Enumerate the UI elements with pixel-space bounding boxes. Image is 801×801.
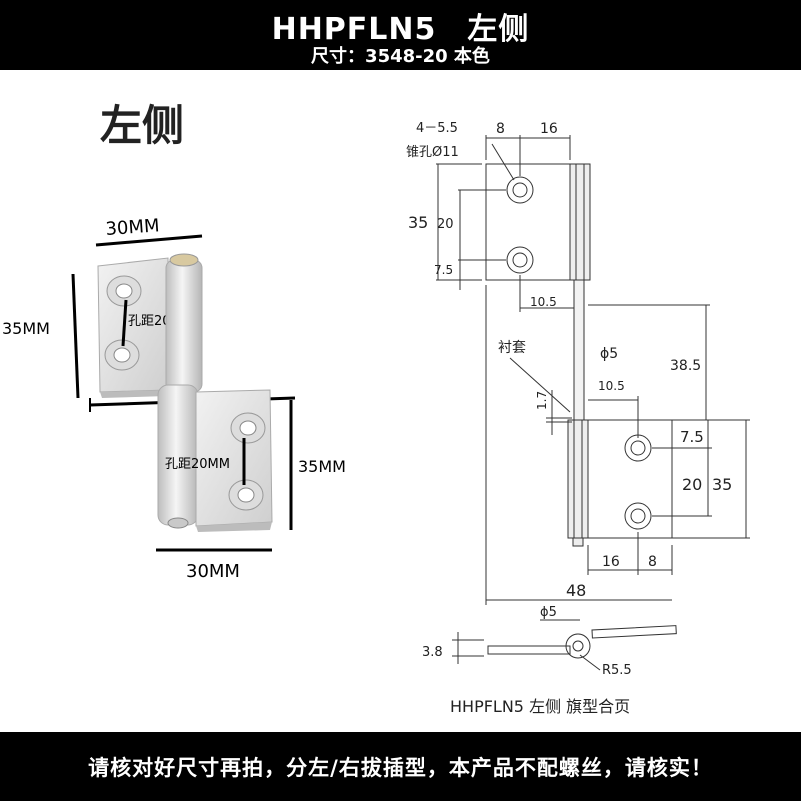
dim-35-top: 35: [408, 213, 428, 232]
technical-drawing: 4－5.5 锥孔Ø11 8 16 35 20 7.5 10.5 衬套 ϕ5 38…: [406, 121, 750, 716]
dim-20-right: 20: [682, 475, 702, 494]
dim-3-8: 3.8: [422, 645, 443, 660]
dim-right-height: 35MM: [298, 457, 346, 476]
footer-notice: 请核对好尺寸再拍，分左/右拔插型，本产品不配螺丝，请核实！: [88, 756, 713, 780]
dim-line-top-width: [95, 234, 203, 247]
dim-35-right: 35: [712, 475, 732, 494]
bushing-label: 衬套: [498, 340, 526, 356]
upper-barrel: [165, 259, 203, 393]
product-size: 尺寸：3548-20 本色: [311, 46, 490, 67]
pin: [573, 279, 585, 421]
radius-label: R5.5: [602, 663, 632, 678]
end-view-right-leaf: [591, 625, 677, 639]
product-title: HHPFLN5 左侧: [271, 12, 530, 47]
dim-8-top: 8: [496, 121, 505, 137]
hinge-photo: 30MM 35MM 孔距20MM 孔距20MM 35MM 30MM: [2, 215, 346, 582]
bottom-leaf-outline: [587, 419, 673, 539]
dim-16-top: 16: [540, 121, 558, 137]
dim-top-width: 30MM: [105, 215, 160, 240]
dim-48: 48: [566, 581, 586, 600]
dim-bottom-width: 30MM: [186, 561, 240, 582]
end-view-left-leaf: [487, 645, 571, 655]
footer-bar: 请核对好尺寸再拍，分左/右拔插型，本产品不配螺丝，请核实！: [0, 732, 801, 801]
dim-10-5-mid: 10.5: [598, 379, 625, 393]
dim-8-bottom: 8: [648, 554, 657, 570]
drawing-caption: HHPFLN5 左侧 旗型合页: [450, 697, 630, 716]
end-view-diameter: ϕ5: [540, 605, 557, 620]
hole-pitch-lower: 孔距20MM: [165, 457, 230, 472]
pin-diameter: ϕ5: [600, 346, 618, 362]
dim-20-top: 20: [437, 217, 454, 232]
dim-line-left-height: [71, 273, 80, 399]
holes-note: 4－5.5: [416, 121, 458, 136]
bottom-knuckle: [567, 419, 589, 539]
dim-7-5-right: 7.5: [680, 428, 704, 446]
top-leaf-outline: [485, 163, 571, 281]
countersink-note: 锥孔Ø11: [406, 145, 459, 160]
header-bar: HHPFLN5 左侧 尺寸：3548-20 本色: [0, 0, 801, 70]
end-view-barrel: [565, 633, 591, 659]
dim-7-5-top: 7.5: [434, 263, 453, 277]
top-knuckle: [569, 163, 591, 281]
dim-1-7: 1.7: [535, 391, 549, 410]
side-label: 左侧: [100, 101, 185, 150]
lower-barrel: [157, 384, 199, 526]
dim-16-bottom: 16: [602, 554, 620, 570]
dim-10-5-top: 10.5: [530, 295, 557, 309]
dim-38-5: 38.5: [670, 358, 701, 374]
dim-left-height: 35MM: [2, 319, 50, 338]
